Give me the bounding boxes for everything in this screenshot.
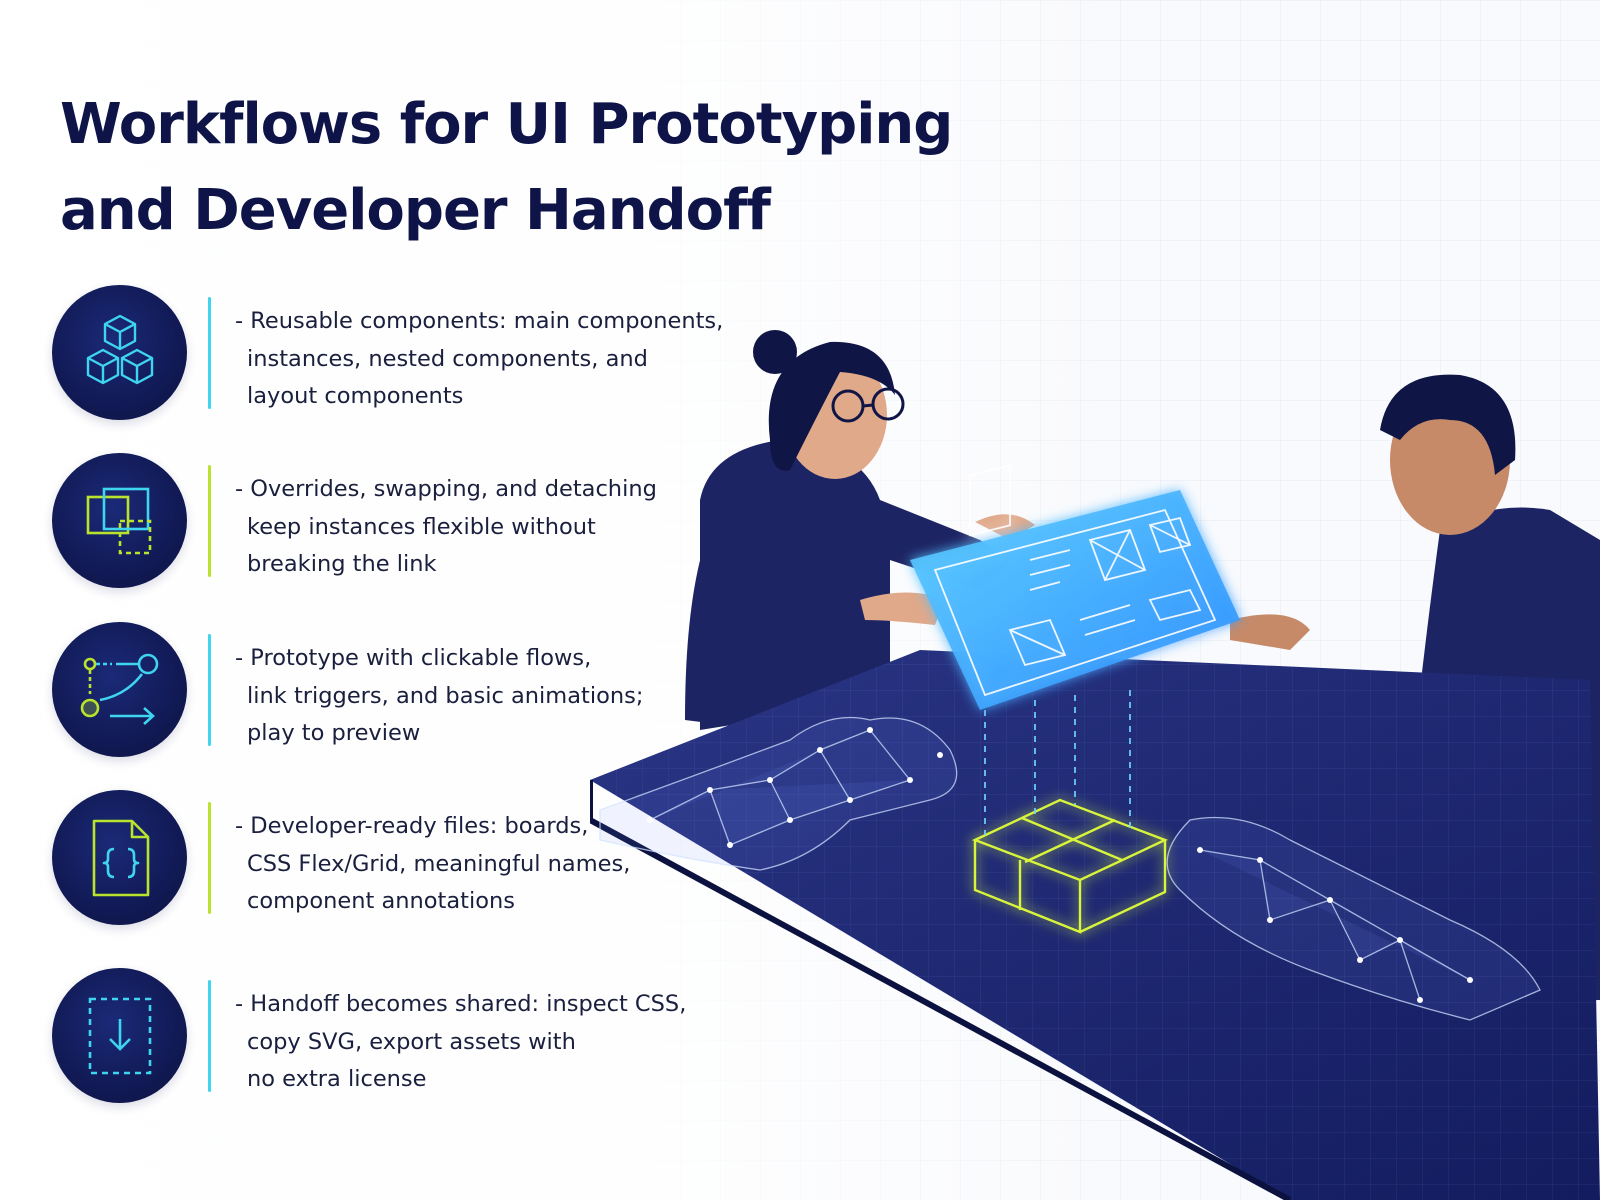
feature-text-line: component annotations xyxy=(247,888,515,914)
feature-text-line: - Handoff becomes shared: inspect CSS, xyxy=(235,991,687,1017)
designer-figure xyxy=(685,330,1035,730)
feature-divider xyxy=(208,465,211,577)
feature-icon-circle xyxy=(52,790,187,925)
feature-reusable-components: - Reusable components: main components, … xyxy=(52,285,752,425)
cubes-icon xyxy=(86,314,153,384)
feature-text-line: play to preview xyxy=(247,720,421,746)
wireframe-sheet xyxy=(910,464,1240,710)
feature-text-line: instances, nested components, and xyxy=(247,345,648,372)
page-title: Workflows for UI Prototyping and Develop… xyxy=(60,82,1000,254)
title-line-2: and Developer Handoff xyxy=(60,178,771,243)
prototype-flow-icon xyxy=(80,653,158,725)
wireframe-hand-right xyxy=(1166,816,1541,1021)
download-icon xyxy=(88,997,151,1074)
feature-text-line: layout components xyxy=(247,383,464,409)
feature-handoff: - Handoff becomes shared: inspect CSS, c… xyxy=(52,968,752,1108)
feature-divider xyxy=(208,980,211,1092)
feature-text: - Reusable components: main components, … xyxy=(235,303,755,416)
feature-text-line: - Reusable components: main components, xyxy=(235,308,724,334)
wireframe-blocks xyxy=(971,798,1169,934)
feature-text-line: - Developer-ready files: boards, xyxy=(235,813,589,839)
feature-text-line: copy SVG, export assets with xyxy=(247,1028,576,1055)
feature-text: - Developer-ready files: boards, CSS Fle… xyxy=(235,808,755,921)
feature-text-line: CSS Flex/Grid, meaningful names, xyxy=(247,850,631,877)
feature-icon-circle xyxy=(52,622,187,757)
feature-text: - Prototype with clickable flows, link t… xyxy=(235,640,755,753)
feature-overrides: - Overrides, swapping, and detaching kee… xyxy=(52,453,752,593)
feature-divider xyxy=(208,297,211,409)
overlapping-frames-icon xyxy=(86,487,151,554)
feature-text-line: keep instances flexible without xyxy=(247,513,596,540)
feature-prototype: - Prototype with clickable flows, link t… xyxy=(52,622,752,762)
feature-text-line: breaking the link xyxy=(247,551,437,577)
projection-lines xyxy=(984,690,1131,835)
code-file-icon xyxy=(92,819,149,896)
handoff-illustration xyxy=(590,330,1600,1200)
feature-text: - Handoff becomes shared: inspect CSS, c… xyxy=(235,986,755,1099)
feature-developer-ready: - Developer-ready files: boards, CSS Fle… xyxy=(52,790,752,930)
feature-text-line: no extra license xyxy=(247,1066,427,1092)
feature-text-line: - Overrides, swapping, and detaching xyxy=(235,476,657,502)
title-line-1: Workflows for UI Prototyping xyxy=(60,92,953,157)
feature-icon-circle xyxy=(52,453,187,588)
wireframe-hand-left xyxy=(599,716,958,871)
feature-text-line: link triggers, and basic animations; xyxy=(247,682,644,709)
feature-divider xyxy=(208,802,211,914)
feature-divider xyxy=(208,634,211,746)
feature-text: - Overrides, swapping, and detaching kee… xyxy=(235,471,755,584)
feature-text-line: - Prototype with clickable flows, xyxy=(235,645,592,671)
feature-icon-circle xyxy=(52,968,187,1103)
feature-icon-circle xyxy=(52,285,187,420)
